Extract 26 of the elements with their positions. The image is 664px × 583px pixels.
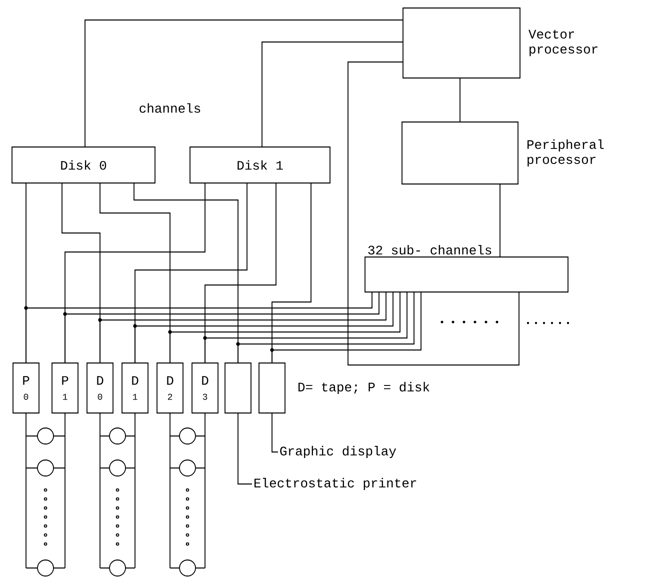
unit-box: D 0	[86, 362, 114, 414]
device-label: Electrostatic printer	[254, 478, 416, 490]
unit-box: D 1	[122, 362, 148, 414]
channel-label: channels	[140, 103, 200, 113]
leader-line	[238, 413, 252, 484]
connection-line	[168, 292, 400, 363]
unit-box: P 1	[52, 362, 78, 414]
connection-line	[236, 292, 414, 363]
box-label: Vector processor	[528, 30, 598, 56]
connection-line	[270, 292, 422, 363]
box-label: 32 sub- channels	[368, 245, 492, 255]
leader-line	[272, 413, 278, 452]
connection-line	[348, 62, 520, 366]
unit-box	[224, 362, 252, 414]
connection-line	[262, 42, 403, 147]
unit-box	[258, 362, 286, 414]
device-label: Graphic display	[280, 446, 396, 458]
unit-box: P 0	[12, 362, 40, 414]
unit-box: D 2	[156, 362, 184, 414]
controller-box: Disk 0	[12, 146, 156, 184]
box-label: Peripheral processor	[527, 139, 604, 167]
controller-box: Disk 1	[190, 146, 330, 184]
unit-box: D 3	[192, 362, 218, 414]
connection-line	[84, 20, 403, 147]
legend-note: D= tape; P = disk	[298, 382, 430, 394]
connection-line	[203, 292, 408, 363]
